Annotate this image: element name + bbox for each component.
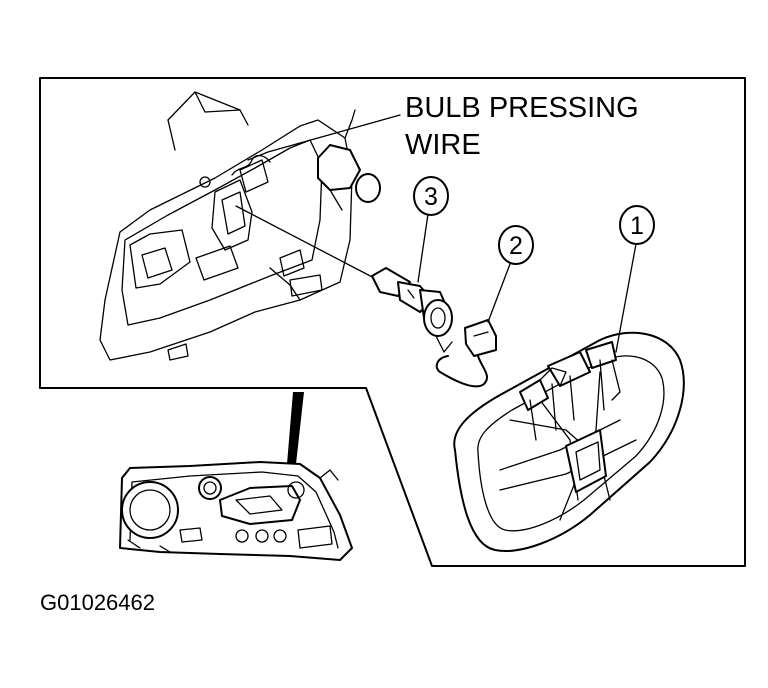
part-3-number: 3: [424, 183, 438, 211]
bulb-connector: [435, 319, 497, 388]
callout-leader-line: [247, 114, 401, 161]
bulb-alignment-line: [235, 205, 379, 281]
part-1-callout: 1: [619, 205, 655, 245]
callout-label-line2: WIRE: [405, 129, 481, 161]
part-1-number: 1: [630, 212, 644, 240]
detail-frame: [39, 77, 746, 567]
part-2-callout: 2: [498, 225, 534, 265]
part-3-leader: [417, 213, 429, 283]
headlamp-housing: [99, 91, 381, 361]
part-2-leader: [487, 263, 511, 323]
figure-id: G01026462: [40, 590, 155, 615]
part-3-callout: 3: [413, 176, 449, 216]
dust-cover: [453, 331, 685, 552]
locator-headlamp: [119, 461, 353, 561]
callout-label-line1: BULB PRESSING: [405, 92, 639, 124]
part-2-number: 2: [509, 232, 523, 260]
halogen-bulb: [371, 267, 453, 353]
part-1-leader: [615, 243, 637, 353]
